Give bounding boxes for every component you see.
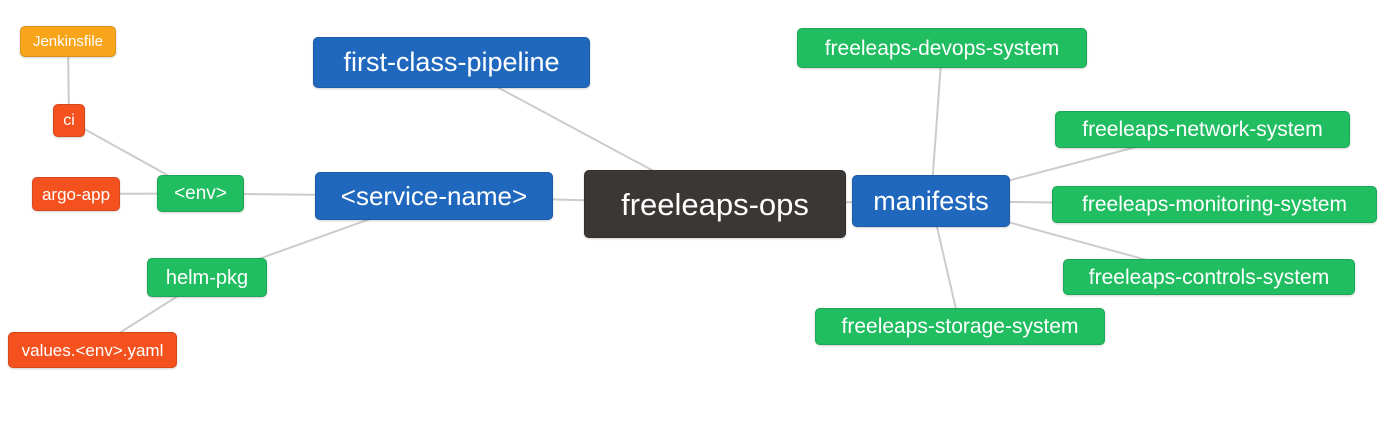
node-values-env-yaml[interactable]: values.<env>.yaml (8, 332, 177, 368)
node-label: freeleaps-devops-system (824, 36, 1060, 60)
node-helm-pkg[interactable]: helm-pkg (147, 258, 267, 297)
node-label: freeleaps-controls-system (1088, 265, 1330, 289)
node-label: manifests (873, 185, 989, 216)
node-argo-app[interactable]: argo-app (32, 177, 120, 211)
node-manifests[interactable]: manifests (852, 175, 1010, 227)
node-label: first-class-pipeline (343, 47, 560, 77)
node-freeleaps-controls-system[interactable]: freeleaps-controls-system (1063, 259, 1355, 295)
node-label: argo-app (41, 184, 111, 204)
node-label: helm-pkg (165, 266, 249, 289)
node-label: Jenkinsfile (32, 33, 104, 50)
node-freeleaps-network-system[interactable]: freeleaps-network-system (1055, 111, 1350, 148)
node-first-class-pipeline[interactable]: first-class-pipeline (313, 37, 590, 88)
node-freeleaps-monitoring-system[interactable]: freeleaps-monitoring-system (1052, 186, 1377, 223)
node-service-name[interactable]: <service-name> (315, 172, 553, 220)
node-label: <env> (174, 183, 227, 204)
node-ci[interactable]: ci (53, 104, 85, 137)
node-freeleaps-storage-system[interactable]: freeleaps-storage-system (815, 308, 1105, 345)
node-freeleaps-ops[interactable]: freeleaps-ops (584, 170, 846, 238)
node-label: freeleaps-network-system (1082, 118, 1323, 141)
node-env[interactable]: <env> (157, 175, 244, 212)
node-freeleaps-devops-system[interactable]: freeleaps-devops-system (797, 28, 1087, 68)
node-label: <service-name> (340, 181, 528, 211)
node-label: freeleaps-ops (621, 186, 809, 222)
node-label: values.<env>.yaml (21, 340, 164, 360)
node-label: ci (63, 111, 75, 129)
node-label: freeleaps-storage-system (841, 315, 1079, 338)
node-jenkinsfile[interactable]: Jenkinsfile (20, 26, 116, 57)
node-label: freeleaps-monitoring-system (1082, 193, 1347, 216)
